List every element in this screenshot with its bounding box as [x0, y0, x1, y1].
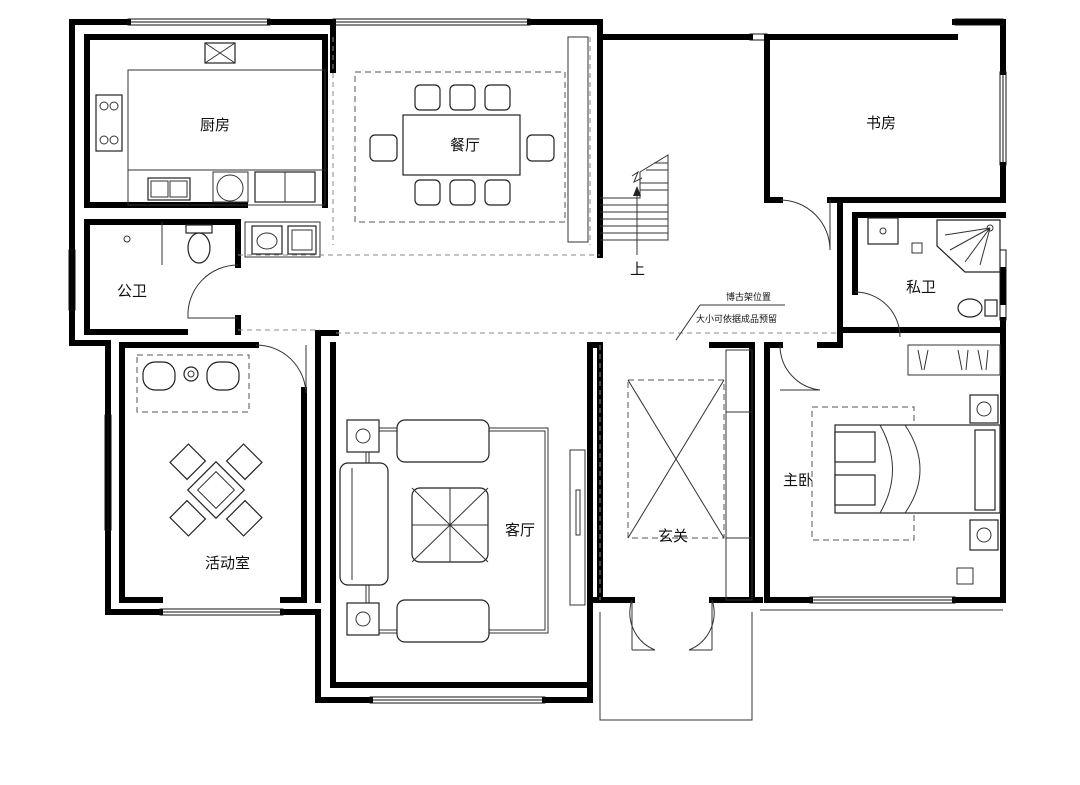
- public-bath-label: 公卫: [117, 282, 147, 300]
- foyer-furniture: 玄关: [627, 349, 753, 601]
- private-bath-furniture: 私卫: [867, 217, 1001, 318]
- dining-label: 餐厅: [450, 136, 480, 154]
- foyer-label: 玄关: [658, 527, 688, 545]
- public-bath-furniture: 公卫: [117, 222, 317, 300]
- stair-up-label: 上: [630, 260, 645, 278]
- corridor-outline: [238, 37, 840, 600]
- activity-room-furniture: 活动室: [136, 354, 263, 572]
- cabinet-note: 博古架位置 大小可依据成品预留: [675, 291, 785, 341]
- note-line2: 大小可依据成品预留: [696, 313, 777, 325]
- stair: 上: [600, 154, 669, 278]
- study: 书房: [866, 114, 896, 132]
- note-line1: 博古架位置: [726, 291, 771, 303]
- master-bedroom-furniture: 主卧: [783, 344, 1001, 585]
- doors: [187, 199, 901, 651]
- study-label: 书房: [866, 114, 896, 132]
- interior-walls: [84, 34, 1006, 688]
- living-room-furniture: 客厅: [339, 419, 586, 643]
- dining-furniture: 餐厅: [354, 36, 589, 243]
- living-room-label: 客厅: [505, 521, 535, 539]
- master-bedroom-label: 主卧: [783, 471, 813, 489]
- private-bath-label: 私卫: [906, 278, 936, 296]
- windows: [68, 18, 1007, 721]
- activity-room-label: 活动室: [205, 554, 250, 572]
- kitchen-furniture: 厨房: [95, 42, 326, 206]
- kitchen-label: 厨房: [200, 116, 230, 134]
- exterior-walls: [69, 19, 1006, 703]
